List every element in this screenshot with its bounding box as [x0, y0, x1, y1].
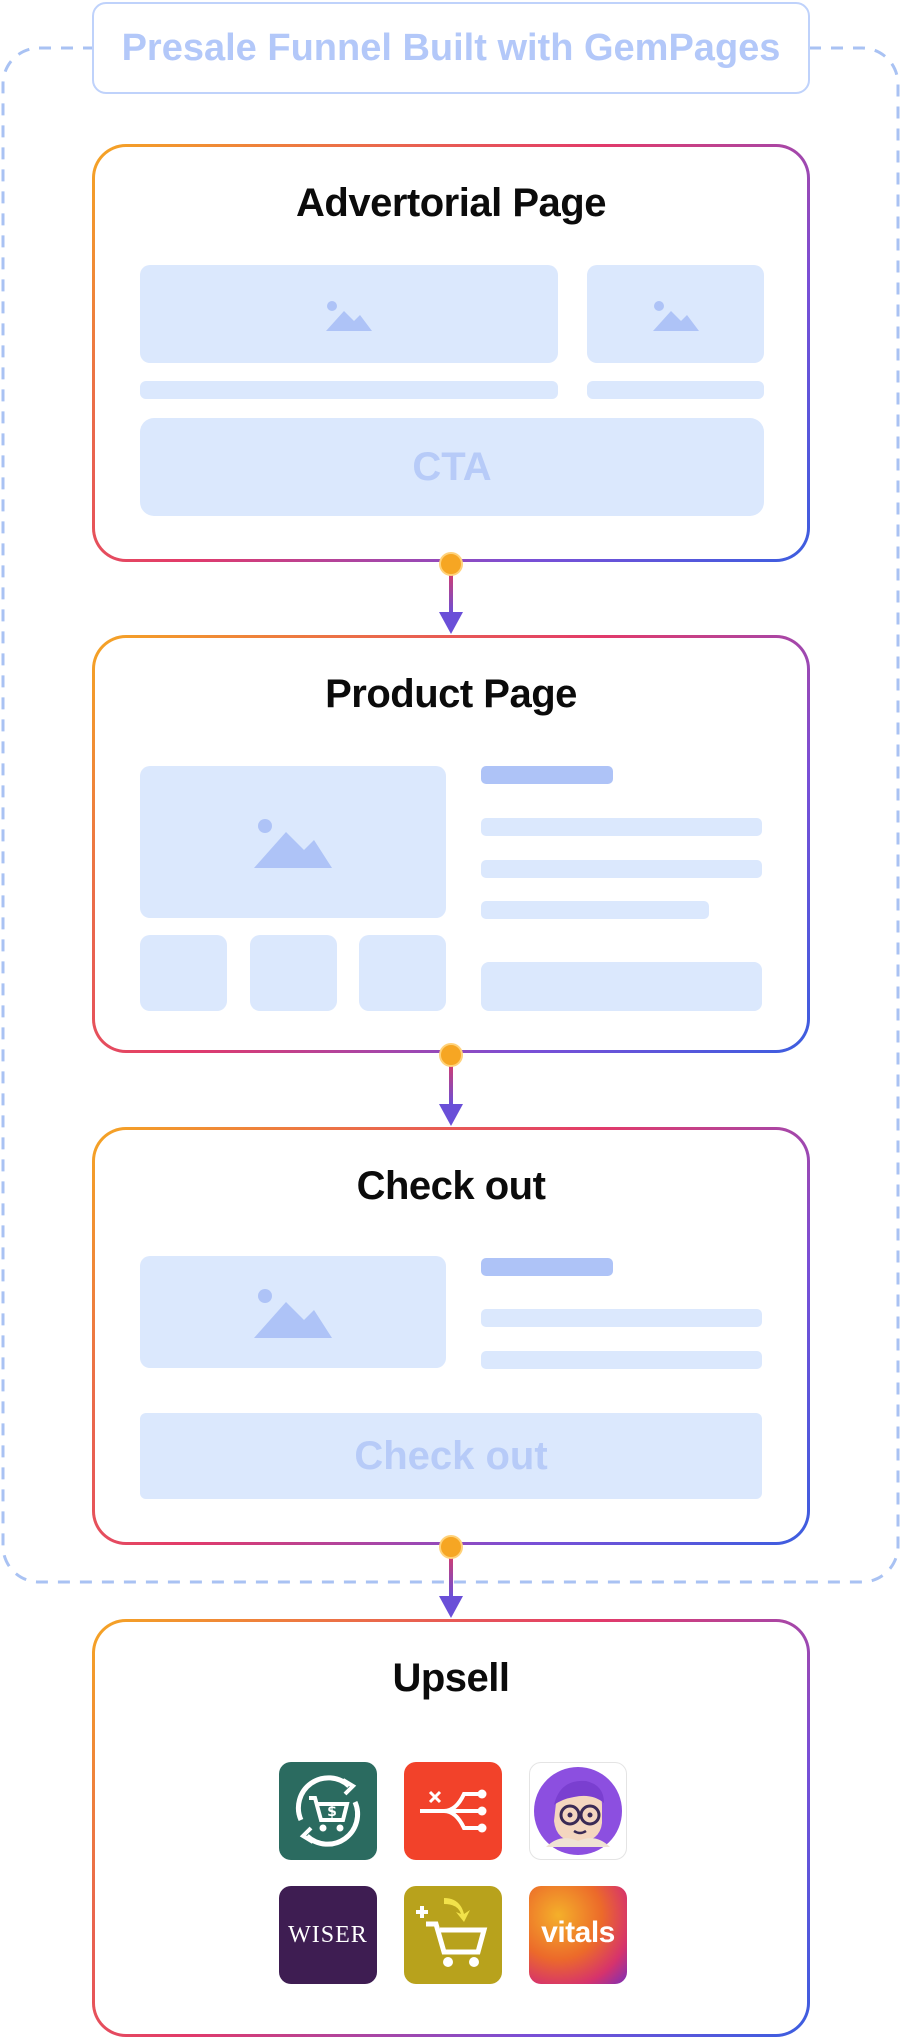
- reconvert-cart-icon: $: [279, 1762, 377, 1860]
- product-page-card: Product Page: [92, 635, 810, 1053]
- upsell-card: Upsell $: [92, 1619, 810, 2037]
- checkout-title-line: [481, 1258, 613, 1276]
- branching-arrows-icon: [404, 1762, 502, 1860]
- product-text-line-2: [481, 860, 762, 878]
- svg-text:$: $: [327, 1804, 337, 1820]
- product-add-to-cart-block: [481, 962, 762, 1011]
- checkout-button-block: Check out: [140, 1413, 762, 1499]
- image-icon: [326, 301, 372, 331]
- checkout-card: Check out Check out: [92, 1127, 810, 1545]
- upsell-title: Upsell: [392, 1656, 510, 1700]
- advertorial-caption-line: [140, 381, 558, 399]
- image-icon: [254, 1289, 332, 1338]
- product-page-title: Product Page: [325, 672, 577, 716]
- image-icon: [653, 301, 699, 331]
- product-thumbnail-2: [250, 935, 337, 1011]
- checkout-button-label: Check out: [354, 1433, 548, 1478]
- group-title: Presale Funnel Built with GemPages: [92, 2, 810, 94]
- product-text-line-1: [481, 818, 762, 836]
- vitals-logo-icon: vitals: [529, 1886, 627, 1984]
- checkout-text-line-1: [481, 1309, 762, 1327]
- checkout-product-image: [140, 1256, 446, 1368]
- advertorial-side-image: [587, 265, 764, 363]
- checkout-title: Check out: [356, 1164, 546, 1208]
- cartoon-face-glasses-icon: [529, 1762, 627, 1860]
- product-thumbnail-1: [140, 935, 227, 1011]
- vitals-logo-text: vitals: [541, 1916, 615, 1949]
- product-main-image: [140, 766, 446, 918]
- wiser-logo-text: WISER: [288, 1922, 368, 1948]
- checkout-text-line-2: [481, 1351, 762, 1369]
- advertorial-page-card: Advertorial Page CTA: [92, 144, 810, 562]
- wiser-logo-icon: WISER: [279, 1886, 377, 1984]
- group-dashed-border: [1, 46, 900, 1584]
- image-icon: [254, 819, 332, 868]
- advertorial-hero-image: [140, 265, 558, 363]
- advertorial-side-caption-line: [587, 381, 764, 399]
- product-thumbnail-3: [359, 935, 446, 1011]
- cta-label: CTA: [412, 444, 492, 489]
- add-to-cart-icon: [404, 1886, 502, 1984]
- product-title-line: [481, 766, 613, 784]
- advertorial-page-title: Advertorial Page: [296, 181, 606, 225]
- product-text-line-3: [481, 901, 709, 919]
- cta-block: CTA: [140, 418, 764, 516]
